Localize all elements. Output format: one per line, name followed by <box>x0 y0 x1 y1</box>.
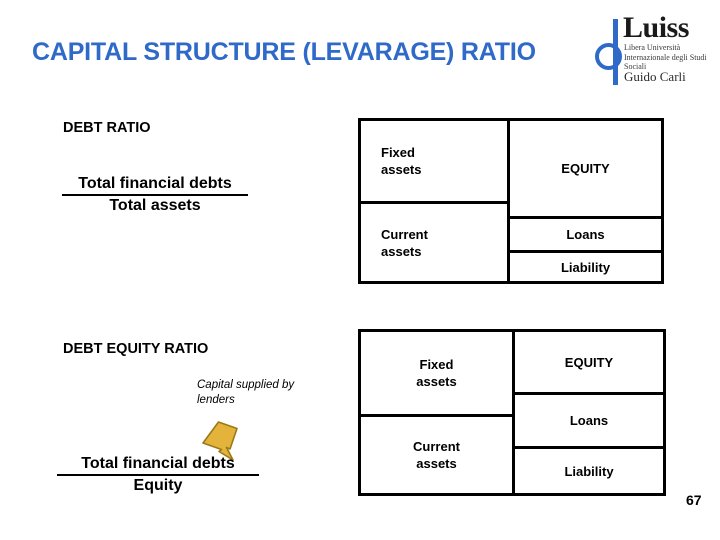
asset-cell-current-assets: Current assets <box>361 201 510 281</box>
luiss-logo: Luiss Libera Università Internazionale d… <box>595 13 709 87</box>
debt-equity-ratio-formula: Total financial debts Equity <box>57 455 259 495</box>
debt-ratio-balance-sheet: Fixed assets Current assets EQUITY Loans… <box>358 118 664 284</box>
debt-ratio-denominator: Total assets <box>109 197 201 214</box>
asset-label-line2: assets <box>381 162 422 177</box>
logo-wordmark: Luiss <box>623 11 689 44</box>
capital-supplied-annotation: Capital supplied by lenders <box>197 379 295 406</box>
gold-arrow-icon <box>197 419 253 464</box>
liabilities-column: EQUITY Loans Liability <box>512 332 663 493</box>
liability-cell-liability: Liability <box>515 446 663 493</box>
asset-cell-label: Current assets <box>381 226 428 260</box>
liability-cell-equity: EQUITY <box>564 354 614 370</box>
asset-label-line1: Fixed <box>381 145 415 160</box>
debt-ratio-formula: Total financial debts Total assets <box>62 175 248 215</box>
asset-label-line2: assets <box>416 456 457 471</box>
asset-cell-current-assets: Current assets <box>361 414 512 493</box>
logo-subtitle: Libera Università Internazionale degli S… <box>624 43 707 71</box>
debt-equity-balance-sheet: Fixed assets Current assets EQUITY Loans… <box>358 329 666 496</box>
asset-cell-label: Fixed assets <box>416 356 456 390</box>
debt-ratio-heading: DEBT RATIO <box>63 120 151 136</box>
liability-cell-equity: EQUITY <box>561 161 610 176</box>
liabilities-column: EQUITY Loans Liability <box>507 121 661 281</box>
asset-cell-label: Current assets <box>413 438 460 472</box>
asset-label-line1: Fixed <box>419 357 454 372</box>
page-title: CAPITAL STRUCTURE (LEVARAGE) RATIO <box>32 38 536 66</box>
asset-cell-label: Fixed assets <box>381 144 421 178</box>
asset-label-line1: Current <box>381 226 428 242</box>
assets-column: Fixed assets Current assets <box>361 121 510 281</box>
logo-name: Guido Carli <box>624 69 686 84</box>
asset-label-line2: assets <box>381 243 422 259</box>
page-number: 67 <box>686 492 702 508</box>
logo-accent-bar <box>613 19 618 85</box>
asset-label-line1: Current <box>413 439 460 454</box>
assets-column: Fixed assets Current assets <box>361 332 512 493</box>
liability-cell-liability: Liability <box>510 250 661 281</box>
debt-equity-numerator: Total financial debts <box>57 455 259 476</box>
liability-cell-loans: Loans <box>515 392 663 446</box>
liability-cell-loans: Loans <box>510 216 661 250</box>
debt-equity-denominator: Equity <box>133 477 183 494</box>
asset-cell-fixed-assets: Fixed assets <box>361 121 510 201</box>
debt-equity-ratio-heading: DEBT EQUITY RATIO <box>63 341 209 357</box>
asset-cell-fixed-assets: Fixed assets <box>361 332 512 414</box>
asset-label-line2: assets <box>416 374 457 389</box>
debt-ratio-numerator: Total financial debts <box>62 175 248 196</box>
